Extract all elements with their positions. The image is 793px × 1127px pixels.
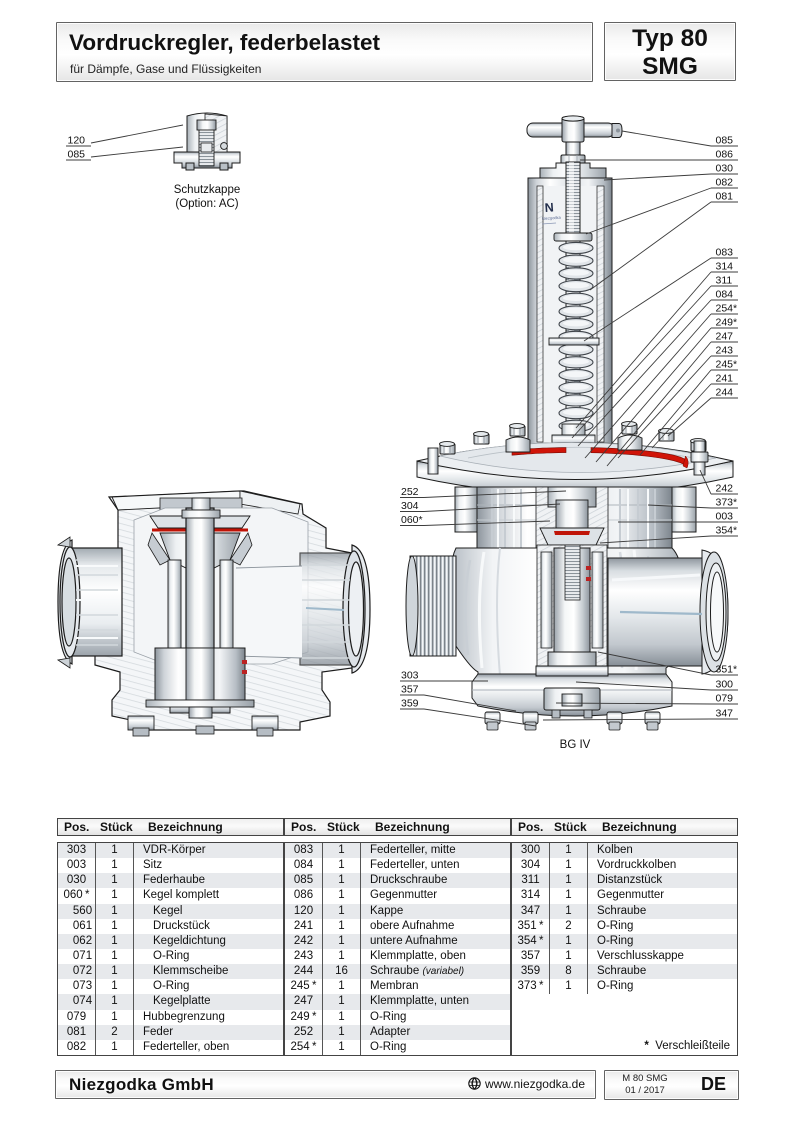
svg-text:247: 247 xyxy=(716,331,734,343)
svg-text:354*: 354* xyxy=(716,525,738,537)
svg-text:085: 085 xyxy=(716,135,734,147)
svg-text:373*: 373* xyxy=(716,497,738,509)
svg-text:083: 083 xyxy=(716,247,734,259)
svg-text:085: 085 xyxy=(68,149,86,161)
svg-text:314: 314 xyxy=(716,261,734,273)
svg-text:241: 241 xyxy=(716,373,734,385)
svg-text:082: 082 xyxy=(716,177,734,189)
svg-text:303: 303 xyxy=(401,670,419,682)
svg-text:N: N xyxy=(544,200,554,215)
svg-text:242: 242 xyxy=(716,483,734,495)
svg-text:243: 243 xyxy=(716,345,734,357)
svg-text:311: 311 xyxy=(716,275,733,287)
svg-text:BG IV: BG IV xyxy=(560,739,591,751)
svg-text:079: 079 xyxy=(716,693,734,705)
svg-text:081: 081 xyxy=(716,191,734,203)
svg-text:245*: 245* xyxy=(716,359,738,371)
svg-text:Schutzkappe: Schutzkappe xyxy=(174,184,241,196)
svg-text:Niezgodka: Niezgodka xyxy=(542,215,562,221)
svg-text:084: 084 xyxy=(716,289,734,301)
svg-text:(Option: AC): (Option: AC) xyxy=(175,198,238,210)
svg-text:120: 120 xyxy=(68,135,86,147)
svg-text:086: 086 xyxy=(716,149,734,161)
svg-text:351*: 351* xyxy=(716,664,738,676)
svg-text:304: 304 xyxy=(401,500,419,512)
svg-text:249*: 249* xyxy=(716,317,738,329)
svg-text:003: 003 xyxy=(716,511,734,523)
svg-text:347: 347 xyxy=(716,708,734,720)
svg-text:254*: 254* xyxy=(716,303,738,315)
svg-text:357: 357 xyxy=(401,684,419,696)
svg-text:252: 252 xyxy=(401,486,419,498)
svg-text:060*: 060* xyxy=(401,514,423,526)
svg-text:030: 030 xyxy=(716,163,734,175)
svg-text:244: 244 xyxy=(716,387,734,399)
svg-text:359: 359 xyxy=(401,698,419,710)
svg-text:300: 300 xyxy=(716,679,734,691)
